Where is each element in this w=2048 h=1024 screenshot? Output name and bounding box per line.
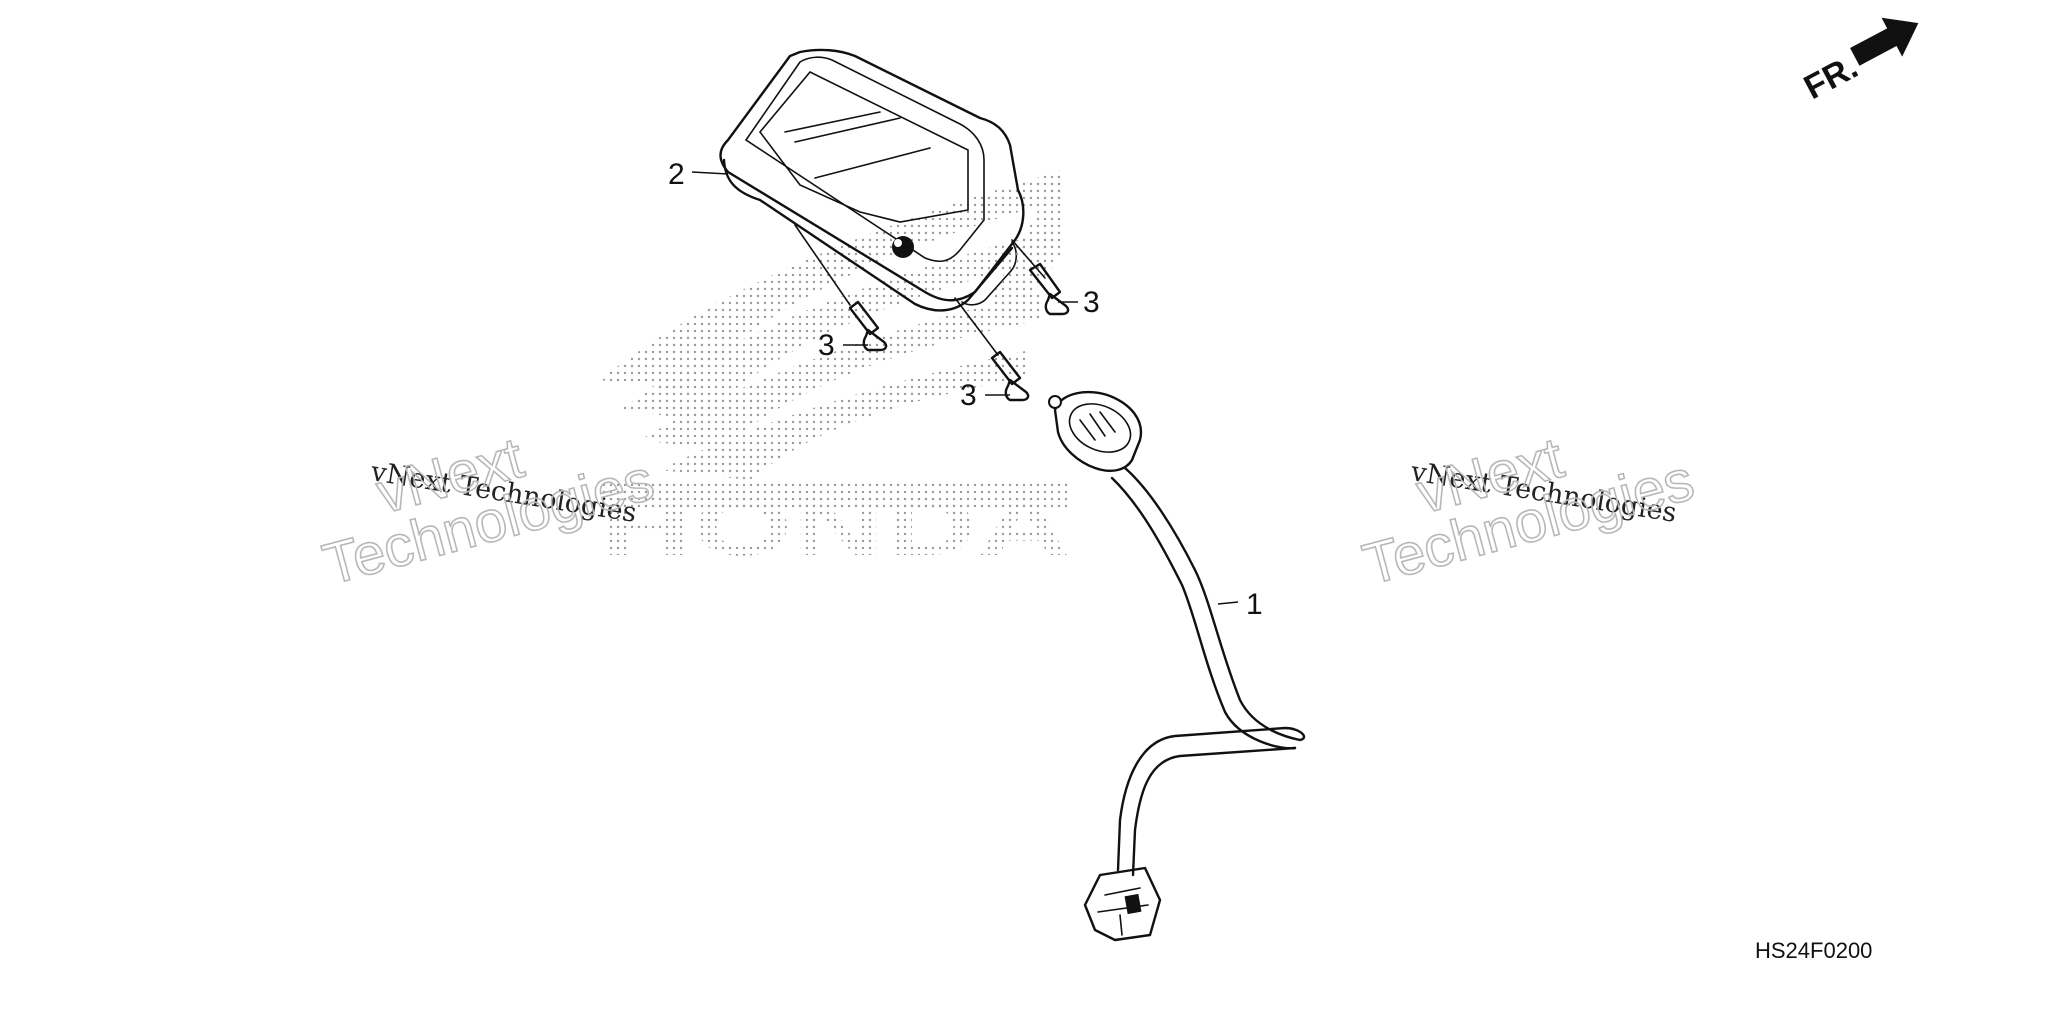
screw-upper-left — [794, 224, 888, 352]
wire-harness-drawing — [1048, 390, 1306, 942]
screw-upper-right — [1011, 239, 1070, 316]
callout-3-screw-lower: 3 — [960, 379, 977, 412]
callout-3-screw-upper-left: 3 — [818, 329, 835, 362]
front-arrow-icon — [1850, 17, 1919, 66]
front-label: FR. — [1798, 48, 1864, 107]
honda-logo-text: HONDA — [600, 482, 1070, 573]
callout-1-harness: 1 — [1246, 588, 1263, 621]
callout-3-screw-upper-right: 3 — [1083, 286, 1100, 319]
front-direction-indicator: FR. — [1798, 17, 1919, 107]
meter-button-icon — [892, 236, 914, 258]
meter-assembly-drawing — [719, 48, 1065, 320]
honda-wing-watermark: HONDA — [600, 170, 1070, 573]
figure-code: HS24F0200 — [1755, 938, 1872, 963]
screw-lower — [954, 297, 1030, 402]
watermark-right-large: vNext Technologies — [1356, 424, 1701, 598]
callout-2-meter: 2 — [668, 158, 685, 191]
leader-lines — [691, 171, 1239, 605]
